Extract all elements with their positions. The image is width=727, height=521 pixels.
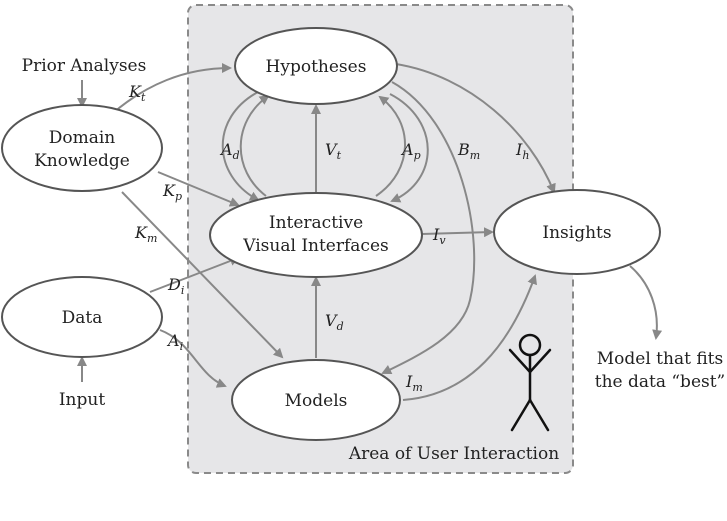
edge-label-ih: Ih bbox=[515, 140, 529, 162]
model-fits-line1: Model that fits bbox=[597, 349, 723, 369]
node-domain-knowledge bbox=[1, 104, 163, 192]
edge-interactive-to-insights bbox=[421, 227, 494, 238]
edge-label-kt: Kt bbox=[128, 82, 146, 104]
area-label: Area of User Interaction bbox=[348, 444, 559, 464]
node-hypotheses bbox=[234, 27, 398, 105]
node-interactive-visual-interfaces bbox=[209, 192, 423, 278]
node-label-insights: Insights bbox=[542, 223, 611, 243]
node-label-domain-line1: Domain bbox=[49, 128, 116, 148]
edge-interactive-to-hypotheses-ad-inner bbox=[239, 94, 270, 197]
node-label-models: Models bbox=[285, 391, 348, 411]
node-label-interactive-line2: Visual Interfaces bbox=[242, 236, 388, 256]
edge-domain-to-interactive bbox=[157, 171, 240, 207]
edge-label-bm: Bm bbox=[457, 140, 480, 162]
node-label-data: Data bbox=[62, 308, 103, 328]
edge-label-ap: Ap bbox=[400, 140, 421, 162]
edges bbox=[77, 63, 663, 401]
user-stick-figure-icon bbox=[508, 333, 552, 432]
edge-label-kp: Kp bbox=[162, 181, 182, 203]
edge-data-to-models bbox=[159, 329, 227, 388]
edge-label-vt: Vt bbox=[325, 140, 342, 162]
edge-domain-to-hypotheses bbox=[111, 63, 232, 115]
edge-label-di: Di bbox=[167, 275, 184, 297]
input-label: Input bbox=[59, 390, 105, 410]
node-label-domain-line2: Knowledge bbox=[34, 151, 130, 171]
prior-analyses-label: Prior Analyses bbox=[22, 56, 147, 76]
edge-interactive-to-hypotheses-ap-inner bbox=[375, 95, 406, 197]
edge-data-to-interactive bbox=[149, 256, 240, 293]
edge-label-iv: Iv bbox=[432, 225, 446, 247]
edge-insights-to-output bbox=[629, 265, 663, 340]
edge-hypotheses-to-insights bbox=[395, 63, 556, 194]
edge-domain-to-models bbox=[121, 191, 284, 359]
node-label-hypotheses: Hypotheses bbox=[266, 57, 367, 77]
model-fits-line2: the data “best” bbox=[595, 372, 726, 392]
edge-label-ai: Ai bbox=[166, 331, 183, 353]
edge-label-km: Km bbox=[134, 223, 157, 245]
node-label-interactive-line1: Interactive bbox=[269, 213, 363, 233]
node-models bbox=[231, 359, 401, 441]
edge-hypotheses-to-models-bm bbox=[381, 81, 476, 374]
edge-models-to-insights bbox=[402, 274, 537, 401]
edge-hypotheses-to-interactive-ad-outer bbox=[221, 91, 260, 201]
node-insights bbox=[493, 189, 661, 275]
edge-label-ad: Ad bbox=[219, 140, 240, 162]
edge-hypotheses-to-interactive-ap-outer bbox=[389, 93, 429, 203]
edge-label-vd: Vd bbox=[325, 311, 344, 333]
node-data bbox=[1, 276, 163, 358]
edge-label-im: Im bbox=[405, 372, 423, 394]
